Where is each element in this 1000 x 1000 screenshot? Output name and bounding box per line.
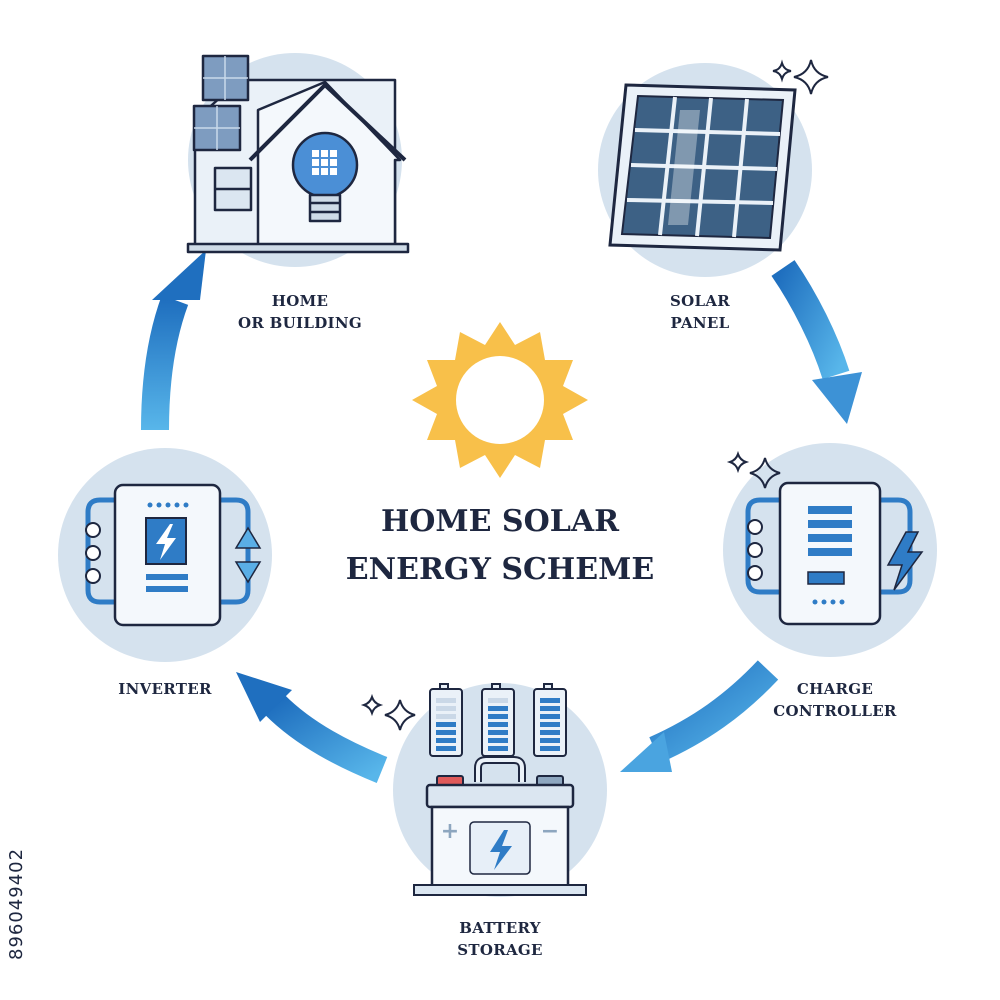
solar-panel-label-line1: SOLAR — [669, 292, 731, 310]
charge-controller-label-line1: CHARGE — [796, 680, 874, 698]
arrow-controller-to-battery — [620, 660, 779, 772]
sparkle-icon — [772, 59, 829, 95]
home-label-line2: OR BUILDING — [238, 314, 362, 332]
inverter-icon — [85, 483, 262, 627]
svg-text:−: − — [541, 819, 559, 844]
arrow-battery-to-inverter — [236, 672, 388, 783]
solar-panel-label-line2: PANEL — [670, 314, 730, 332]
inverter-label: INVERTER — [95, 678, 235, 700]
arrow-solar-to-controller — [771, 260, 862, 424]
house-icon — [186, 54, 410, 254]
home-label: HOME OR BUILDING — [230, 290, 370, 334]
home-label-line1: HOME — [271, 292, 329, 310]
charge-controller-label: CHARGE CONTROLLER — [760, 678, 910, 722]
battery-storage-label-line2: STORAGE — [457, 941, 543, 959]
diagram-title-line1: HOME SOLAR — [380, 504, 620, 539]
inverter-label-line1: INVERTER — [118, 680, 212, 698]
solar-panel-icon — [608, 83, 797, 252]
sparkle-icon — [360, 693, 416, 731]
arrow-inverter-to-home — [141, 250, 206, 431]
charge-controller-icon — [745, 481, 924, 626]
diagram-title-line2: ENERGY SCHEME — [345, 552, 655, 587]
sparkle-icon — [726, 450, 781, 489]
battery-storage-icon: + − — [413, 683, 587, 896]
diagram-title: HOME SOLAR ENERGY SCHEME — [300, 498, 700, 594]
stock-image-id-text: 896049402 — [6, 847, 27, 960]
solar-panel-label: SOLAR PANEL — [640, 290, 760, 334]
svg-text:+: + — [441, 819, 459, 844]
battery-storage-label: BATTERY STORAGE — [430, 917, 570, 961]
battery-storage-label-line1: BATTERY — [459, 919, 541, 937]
charge-controller-label-line2: CONTROLLER — [773, 702, 897, 720]
stock-image-id: 896049402 — [6, 760, 30, 960]
sun-icon — [412, 322, 588, 478]
